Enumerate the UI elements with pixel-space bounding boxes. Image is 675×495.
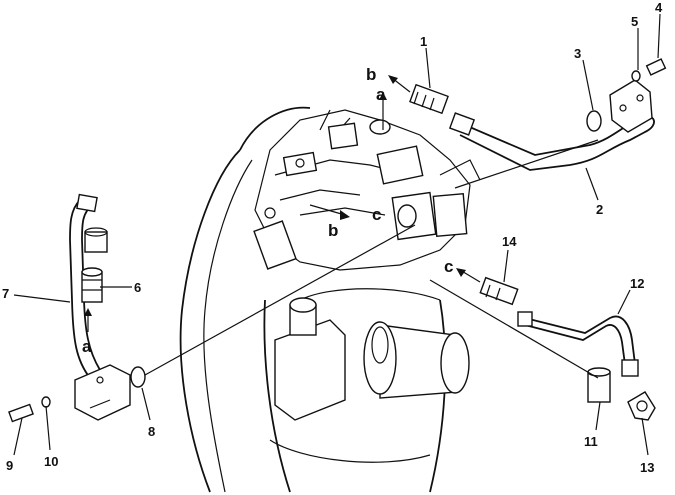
callout-12: 12 (630, 276, 644, 291)
leader-lines (13, 13, 661, 456)
letter-a-top: a (376, 85, 386, 104)
callout-9: 9 (6, 458, 13, 473)
letter-c-right: c (444, 257, 453, 276)
fitting-14 (479, 276, 519, 306)
letter-b-mid: b (328, 221, 338, 240)
connection-letters: b a b c c a (82, 65, 453, 356)
flange-block-upper (609, 79, 653, 133)
o-ring-3 (586, 110, 602, 132)
fitting-6 (81, 267, 103, 303)
pipe-12 (517, 311, 639, 377)
o-ring-8 (130, 366, 146, 388)
callout-numbers: 1 2 3 4 5 6 7 8 9 10 11 12 13 14 (2, 0, 663, 475)
callout-6: 6 (134, 280, 141, 295)
callout-3: 3 (574, 46, 581, 61)
callout-2: 2 (596, 202, 603, 217)
fitting-1 (409, 83, 449, 115)
flange-block-lower (74, 364, 131, 421)
elbow-13 (627, 391, 656, 421)
bolt-9 (8, 403, 34, 423)
pipe-7 (69, 193, 108, 379)
letter-b-top: b (366, 65, 376, 84)
callout-8: 8 (148, 424, 155, 439)
callout-11: 11 (584, 434, 598, 449)
fitting-11 (587, 367, 611, 403)
washer-5 (631, 70, 641, 82)
washer-10 (41, 396, 51, 408)
letter-a-left: a (82, 337, 92, 356)
callout-4: 4 (655, 0, 663, 15)
callout-13: 13 (640, 460, 654, 475)
callout-7: 7 (2, 286, 9, 301)
callout-5: 5 (631, 14, 638, 29)
letter-c-mid: c (372, 205, 381, 224)
transmission-housing (179, 106, 481, 493)
pipe-2 (448, 112, 655, 171)
bolt-4 (645, 58, 667, 76)
callout-14: 14 (502, 234, 517, 249)
callout-1: 1 (420, 34, 427, 49)
callout-10: 10 (44, 454, 58, 469)
